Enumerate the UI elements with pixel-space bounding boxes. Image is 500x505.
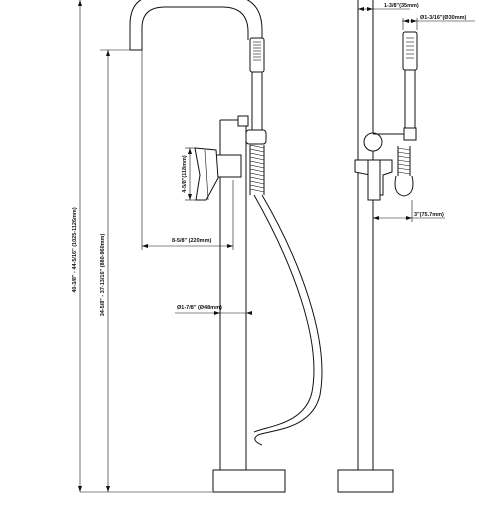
side-handshower-handle bbox=[404, 70, 416, 129]
handshower-handle bbox=[251, 72, 263, 131]
hose bbox=[254, 194, 323, 446]
label-handle-height: 4-5/8"(118mm) bbox=[182, 155, 188, 193]
label-side-handshower: Ø1-3/16"(Ø30mm) bbox=[420, 15, 466, 21]
front-view bbox=[129, 0, 323, 493]
front-dimensions bbox=[78, 0, 252, 493]
spout-outer bbox=[129, 0, 263, 50]
label-outlet-height: 34-5/8" - 37-13/16" (880-960mm) bbox=[100, 234, 106, 317]
side-hose-coil bbox=[397, 147, 411, 175]
side-valve bbox=[367, 159, 381, 201]
label-side-depth: 3"(75.7mm) bbox=[414, 212, 444, 218]
side-base bbox=[337, 469, 394, 493]
side-view bbox=[337, 0, 418, 493]
spout-inner bbox=[141, 6, 249, 50]
base-plate bbox=[212, 469, 286, 493]
handshower-head bbox=[249, 37, 265, 73]
handshower-nozzles bbox=[253, 41, 261, 61]
side-handshower-head bbox=[402, 31, 418, 71]
label-column-diameter: Ø1-7/8" (Ø48mm) bbox=[177, 305, 222, 311]
spout-collar bbox=[237, 115, 249, 127]
side-mixer-disc bbox=[363, 132, 383, 152]
hose-coil bbox=[249, 144, 265, 193]
handshower-holder bbox=[245, 129, 267, 145]
label-overall-height: 40-3/8" - 44-5/16" (1025-1126mm) bbox=[72, 207, 78, 292]
side-holder bbox=[403, 127, 417, 141]
side-dimensions bbox=[358, 7, 475, 222]
label-side-top-width: 1-3/8"(35mm) bbox=[384, 3, 419, 9]
label-spout-reach: 8-5/8" (220mm) bbox=[172, 238, 211, 244]
mixer-body bbox=[214, 154, 242, 178]
